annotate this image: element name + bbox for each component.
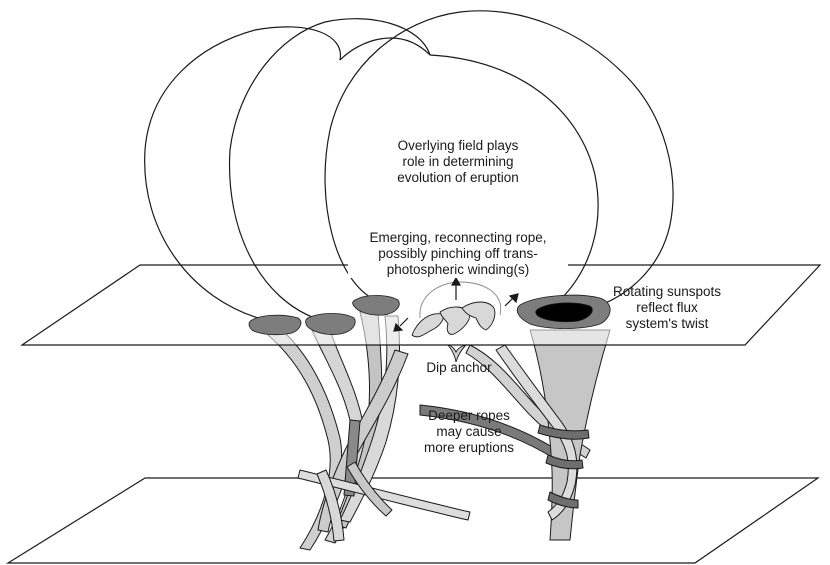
- field-loop-2: [228, 18, 431, 321]
- sunspot-right-umbra: [535, 302, 593, 323]
- emerging-rope-thin-loop: [419, 281, 502, 319]
- field-loop-4: [339, 37, 431, 61]
- rope-left-3: [335, 311, 383, 529]
- sunspots: [248, 294, 611, 336]
- label-overlying-field: Overlying field plays role in determinin…: [397, 138, 519, 185]
- label-rotating-sunspots: Rotating sunspots reflect flux system's …: [612, 284, 722, 331]
- subsurface-ropes: [261, 311, 611, 551]
- sunspot-left-2: [305, 313, 356, 335]
- rope-strand-b: [346, 461, 393, 517]
- arrows: [393, 276, 519, 332]
- rope-strand-a: [316, 469, 345, 542]
- sunspot-left-3: [352, 295, 400, 316]
- dip-anchor-shape: [446, 344, 468, 363]
- field-loop-5: [429, 54, 599, 301]
- sunspot-left-1: [248, 314, 302, 336]
- rope-right-band-2: [545, 454, 584, 470]
- label-deeper-ropes: Deeper ropes may cause more eruptions: [423, 408, 515, 455]
- rope-deep-left: [297, 469, 471, 521]
- arrow-up-head: [450, 276, 462, 286]
- rope-right-band-1: [537, 424, 590, 440]
- overlying-field-loops: [144, 10, 674, 321]
- rope-central-dark: [343, 419, 361, 497]
- emerging-rope: [411, 281, 502, 363]
- label-dip-anchor: Dip anchor: [426, 360, 492, 375]
- lower-plane: [5, 477, 820, 564]
- rope-right-band-3: [547, 491, 579, 509]
- rope-left-1: [261, 329, 343, 551]
- arrow-right-shaft: [504, 297, 514, 307]
- emerging-rope-segment-1: [411, 313, 444, 338]
- emerging-rope-segment-3: [461, 301, 496, 331]
- arrow-left-head: [393, 322, 404, 332]
- label-emerging-rope: Emerging, reconnecting rope, possibly pi…: [348, 230, 568, 278]
- photosphere-plane: [20, 264, 822, 346]
- arrow-left-shaft: [399, 317, 409, 327]
- field-loop-3: [324, 10, 674, 311]
- arrow-right-head: [508, 293, 519, 304]
